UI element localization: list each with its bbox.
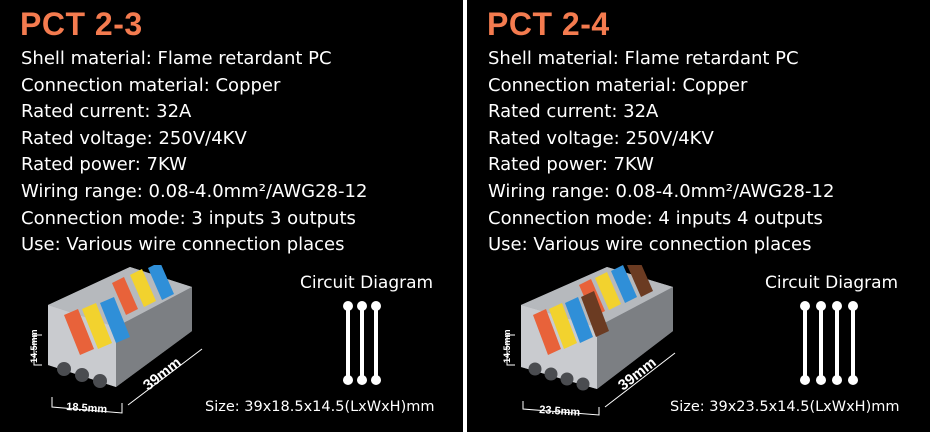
spec-use: Use: Various wire connection places xyxy=(21,234,345,256)
spec-connection-material: Connection material: Copper xyxy=(488,74,748,96)
dimension-height-label: 14.5mm xyxy=(29,329,39,363)
size-label: Size: 39x23.5x14.5(LxWxH)mm xyxy=(670,399,900,415)
spec-use: Use: Various wire connection places xyxy=(488,234,812,256)
spec-list: Shell material: Flame retardant PC Conne… xyxy=(488,46,834,259)
spec-rated-power: Rated power: 7KW xyxy=(21,154,187,176)
dimension-height-label: 14.5mm xyxy=(502,329,512,363)
circuit-diagram xyxy=(343,301,381,385)
connector-illustration: 14.5mm 18.5mm 39mm xyxy=(29,265,203,416)
spec-rated-voltage: Rated voltage: 250V/4KV xyxy=(488,127,714,149)
size-label: Size: 39x18.5x14.5(LxWxH)mm xyxy=(205,399,435,415)
spec-wiring-range: Wiring range: 0.08-4.0mm²/AWG28-12 xyxy=(488,180,835,202)
spec-list: Shell material: Flame retardant PC Conne… xyxy=(21,46,367,259)
dimension-width-label: 18.5mm xyxy=(66,401,108,416)
product-title: PCT 2-3 xyxy=(20,6,143,42)
spec-connection-mode: Connection mode: 3 inputs 3 outputs xyxy=(21,207,356,229)
product-panel-pct-2-4: PCT 2-4 Shell material: Flame retardant … xyxy=(467,0,930,432)
circuit-diagram-title: Circuit Diagram xyxy=(300,273,434,293)
circuit-diagram xyxy=(800,301,858,385)
spec-shell-material: Shell material: Flame retardant PC xyxy=(488,48,799,69)
spec-rated-power: Rated power: 7KW xyxy=(488,154,654,176)
spec-wiring-range: Wiring range: 0.08-4.0mm²/AWG28-12 xyxy=(21,180,368,202)
product-panel-pct-2-3: PCT 2-3 Shell material: Flame retardant … xyxy=(0,0,463,432)
spec-connection-mode: Connection mode: 4 inputs 4 outputs xyxy=(488,207,823,229)
product-title: PCT 2-4 xyxy=(487,6,610,42)
spec-connection-material: Connection material: Copper xyxy=(21,74,281,96)
spec-rated-current: Rated current: 32A xyxy=(21,101,192,123)
circuit-diagram-title: Circuit Diagram xyxy=(765,273,899,293)
spec-shell-material: Shell material: Flame retardant PC xyxy=(21,48,332,69)
connector-illustration: 14.5mm 23.5mm 39mm xyxy=(502,265,676,419)
spec-rated-current: Rated current: 32A xyxy=(488,101,659,123)
spec-rated-voltage: Rated voltage: 250V/4KV xyxy=(21,127,247,149)
dimension-width-label: 23.5mm xyxy=(539,404,581,419)
